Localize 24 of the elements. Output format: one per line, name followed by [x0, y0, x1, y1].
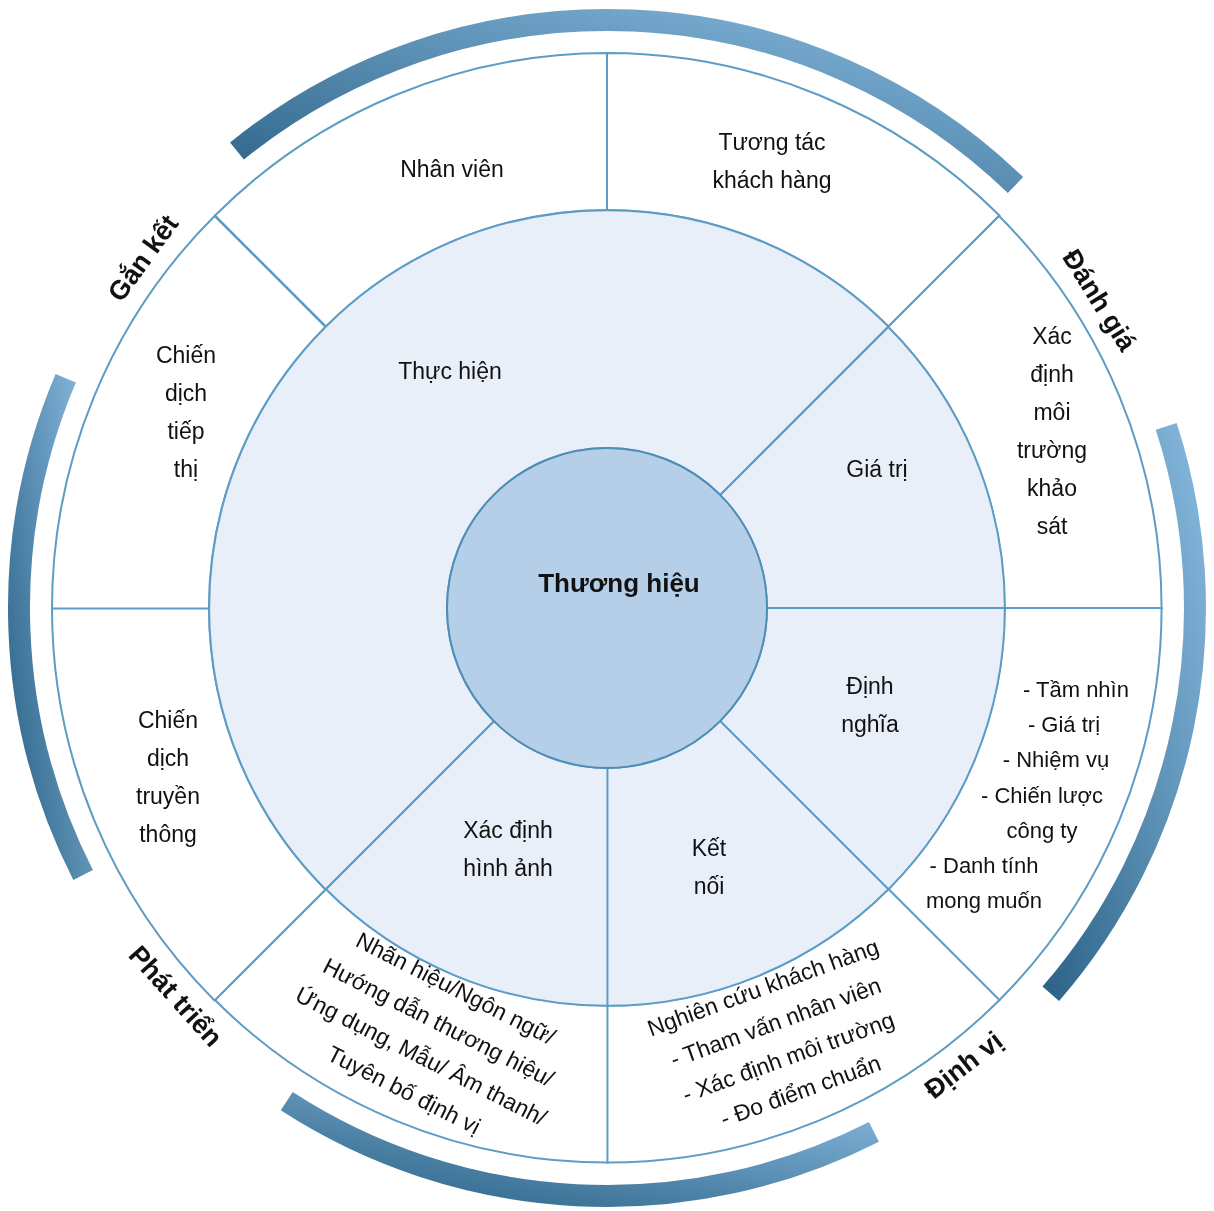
- list-item: - Nhiệm vụ: [1002, 746, 1110, 775]
- ring-sector: [887, 214, 1163, 609]
- list-item: - Chiến lược công ty: [979, 781, 1104, 845]
- sector-label: Định nghĩa: [840, 672, 900, 739]
- sector-label: Xác định môi trường khảo sát: [1015, 322, 1089, 541]
- center-circle: [446, 447, 768, 769]
- sector-label: Nhân viên: [399, 155, 505, 184]
- sector-label: Thực hiện: [397, 357, 503, 386]
- list-item: - Tầm nhìn: [1023, 676, 1129, 704]
- ring-sector: [606, 52, 1001, 328]
- ring-sector: [51, 214, 327, 609]
- list-item: - Danh tính mong muốn: [924, 851, 1044, 916]
- stage-label: Gắn kết: [102, 209, 186, 309]
- sector-label: Tương tác khách hàng: [711, 128, 833, 195]
- sector-label: Chiến dịch tiếp thị: [154, 341, 218, 484]
- ring-sector: [213, 52, 608, 328]
- list-item: - Giá trị: [1027, 711, 1101, 740]
- stage-label: Định vị: [919, 1025, 1010, 1105]
- sector-label: Xác định hình ảnh: [462, 816, 554, 883]
- sector-label: Giá trị: [845, 455, 909, 484]
- sector-label: Kết nối: [690, 834, 728, 901]
- sector-label: Chiến dịch truyền thông: [135, 706, 201, 849]
- sector-label: Thương hiệu: [537, 566, 701, 600]
- ring-sector: [719, 325, 1006, 609]
